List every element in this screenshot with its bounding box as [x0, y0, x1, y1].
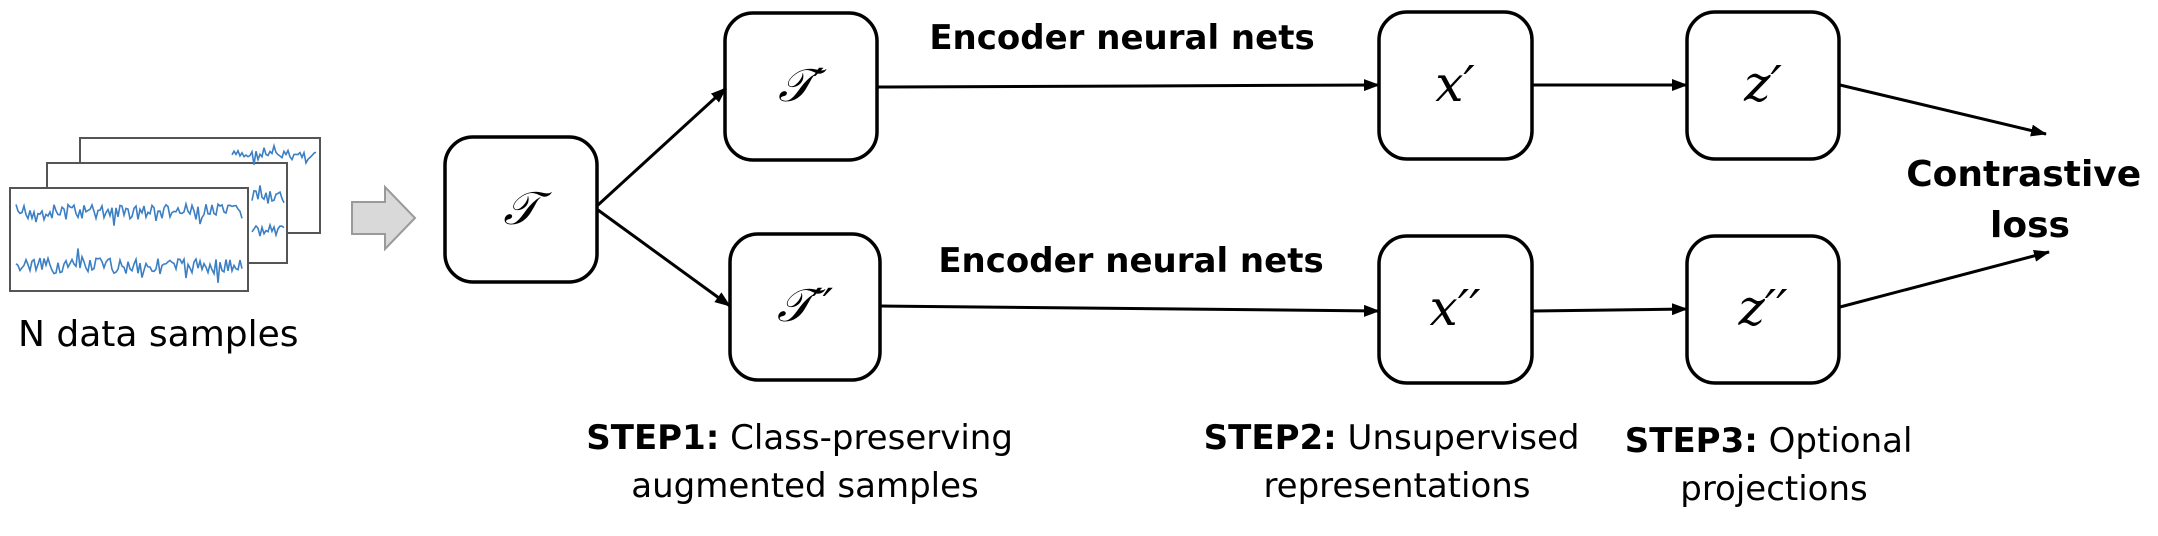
gray-block-arrow	[351, 184, 417, 252]
node-t-prime	[723, 11, 879, 162]
node-t-double-prime	[728, 232, 882, 382]
step3-caption: STEP3: Optional projections	[1625, 421, 1923, 509]
step2-line2: representations	[1263, 466, 1530, 506]
data-sample-card	[9, 187, 249, 292]
time-series-signal	[251, 222, 285, 238]
encoder-label-top: Encoder neural nets	[929, 18, 1314, 58]
contrastive-loss-label: Contrastive loss	[1906, 154, 2153, 246]
node-z-double-prime-label: z′′	[1737, 279, 1788, 337]
edge-z-double-prime-to-loss	[1839, 250, 2050, 309]
step1-line2: augmented samples	[631, 466, 979, 506]
step2-caption: STEP2: Unsupervised representations	[1204, 418, 1591, 506]
time-series-signal	[231, 142, 317, 166]
node-t-double-prime-label: 𝒯′′	[777, 278, 834, 332]
step3-rest: Optional	[1758, 421, 1913, 461]
time-series-signal	[251, 185, 285, 204]
edge-t-to-t-double-prime	[597, 208, 731, 308]
edge-t-double-prime-to-x-double-prime	[880, 304, 1380, 317]
encoder-label-bottom: Encoder neural nets	[938, 241, 1323, 281]
edge-t-prime-to-x-prime	[877, 79, 1380, 92]
step2-head: STEP2:	[1204, 418, 1337, 458]
node-x-prime-label: x′	[1435, 55, 1475, 113]
edge-x-double-prime-to-z-double-prime	[1532, 303, 1688, 316]
node-x-double-prime-label: x′′	[1430, 279, 1482, 337]
node-z-prime-label: z′	[1743, 55, 1782, 113]
samples-label: N data samples	[18, 314, 299, 355]
step1-caption: STEP1: Class-preserving augmented sample…	[586, 418, 1023, 506]
step1-head: STEP1:	[586, 418, 719, 458]
step3-head: STEP3:	[1625, 421, 1758, 461]
contrastive-loss-line1: Contrastive	[1906, 154, 2141, 195]
node-t	[443, 135, 599, 284]
step1-rest: Class-preserving	[719, 418, 1013, 458]
edge-t-to-t-prime	[596, 86, 728, 207]
step3-line2: projections	[1680, 469, 1868, 509]
node-t-prime-label: 𝒯′	[778, 58, 827, 112]
time-series-signal	[15, 248, 243, 283]
contrastive-loss-line2: loss	[1990, 205, 2070, 246]
edge-z-prime-to-loss	[1839, 83, 2047, 137]
step2-rest: Unsupervised	[1337, 418, 1580, 458]
data-samples-stack	[9, 137, 321, 292]
time-series-signal	[15, 200, 243, 226]
